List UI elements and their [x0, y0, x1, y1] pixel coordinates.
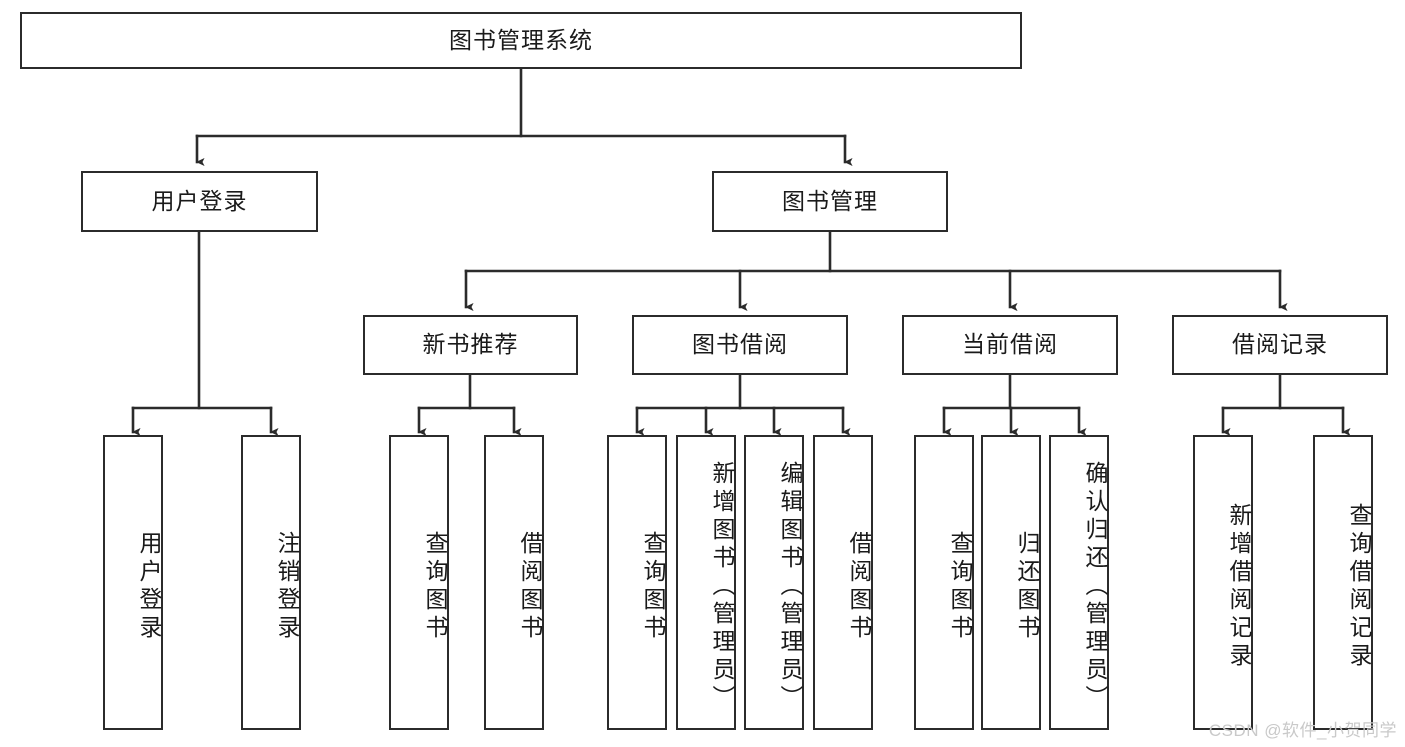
leaf-borrow-query-book[interactable]: 查询图书	[607, 435, 667, 730]
node-label: 用户登录	[136, 530, 162, 643]
leaf-recommend-borrow-book[interactable]: 借阅图书	[484, 435, 544, 730]
leaf-record-add-borrow-record[interactable]: 新增借阅记录	[1193, 435, 1253, 730]
leaf-record-query-borrow-record[interactable]: 查询借阅记录	[1313, 435, 1373, 730]
node-label: 新书推荐	[422, 331, 519, 358]
node-label: 当前借阅	[962, 331, 1058, 358]
leaf-current-return-book[interactable]: 归还图书	[981, 435, 1041, 730]
node-label: 用户登录	[151, 187, 248, 214]
leaf-borrow-add-book-admin[interactable]: 新增图书（管理员）	[676, 435, 736, 730]
node-borrow-record[interactable]: 借阅记录	[1172, 315, 1388, 375]
node-label: 查询借阅记录	[1346, 502, 1372, 671]
node-label: 归还图书	[1014, 530, 1040, 643]
node-label: 查询图书	[947, 530, 973, 643]
node-label: 查询图书	[640, 530, 666, 643]
leaf-current-confirm-return-admin[interactable]: 确认归还（管理员）	[1049, 435, 1109, 730]
leaf-current-query-book[interactable]: 查询图书	[914, 435, 974, 730]
node-label: 确认归还（管理员）	[1082, 460, 1108, 713]
leaf-user-login-logout[interactable]: 注销登录	[241, 435, 301, 730]
node-user-login[interactable]: 用户登录	[81, 171, 318, 232]
node-label: 借阅图书	[846, 530, 872, 643]
node-label: 查询图书	[422, 530, 448, 643]
leaf-borrow-borrow-book[interactable]: 借阅图书	[813, 435, 873, 730]
node-label: 注销登录	[274, 530, 300, 643]
node-new-book-recommend[interactable]: 新书推荐	[363, 315, 578, 375]
node-root-book-management-system[interactable]: 图书管理系统	[20, 12, 1022, 69]
csdn-watermark: CSDN @软件_小贺同学	[1208, 721, 1397, 740]
leaf-borrow-edit-book-admin[interactable]: 编辑图书（管理员）	[744, 435, 804, 730]
node-book-borrow[interactable]: 图书借阅	[632, 315, 848, 375]
node-label: 图书管理	[782, 187, 878, 214]
node-label: 图书借阅	[692, 331, 788, 358]
leaf-user-login-login[interactable]: 用户登录	[103, 435, 163, 730]
node-label: 图书管理系统	[449, 26, 593, 53]
node-book-management[interactable]: 图书管理	[712, 171, 948, 232]
node-label: 新增图书（管理员）	[709, 460, 735, 713]
node-label: 新增借阅记录	[1226, 502, 1252, 671]
node-label: 借阅图书	[517, 530, 543, 643]
node-label: 借阅记录	[1232, 331, 1328, 358]
node-label: 编辑图书（管理员）	[777, 460, 803, 713]
node-current-borrow[interactable]: 当前借阅	[902, 315, 1118, 375]
leaf-recommend-query-book[interactable]: 查询图书	[389, 435, 449, 730]
